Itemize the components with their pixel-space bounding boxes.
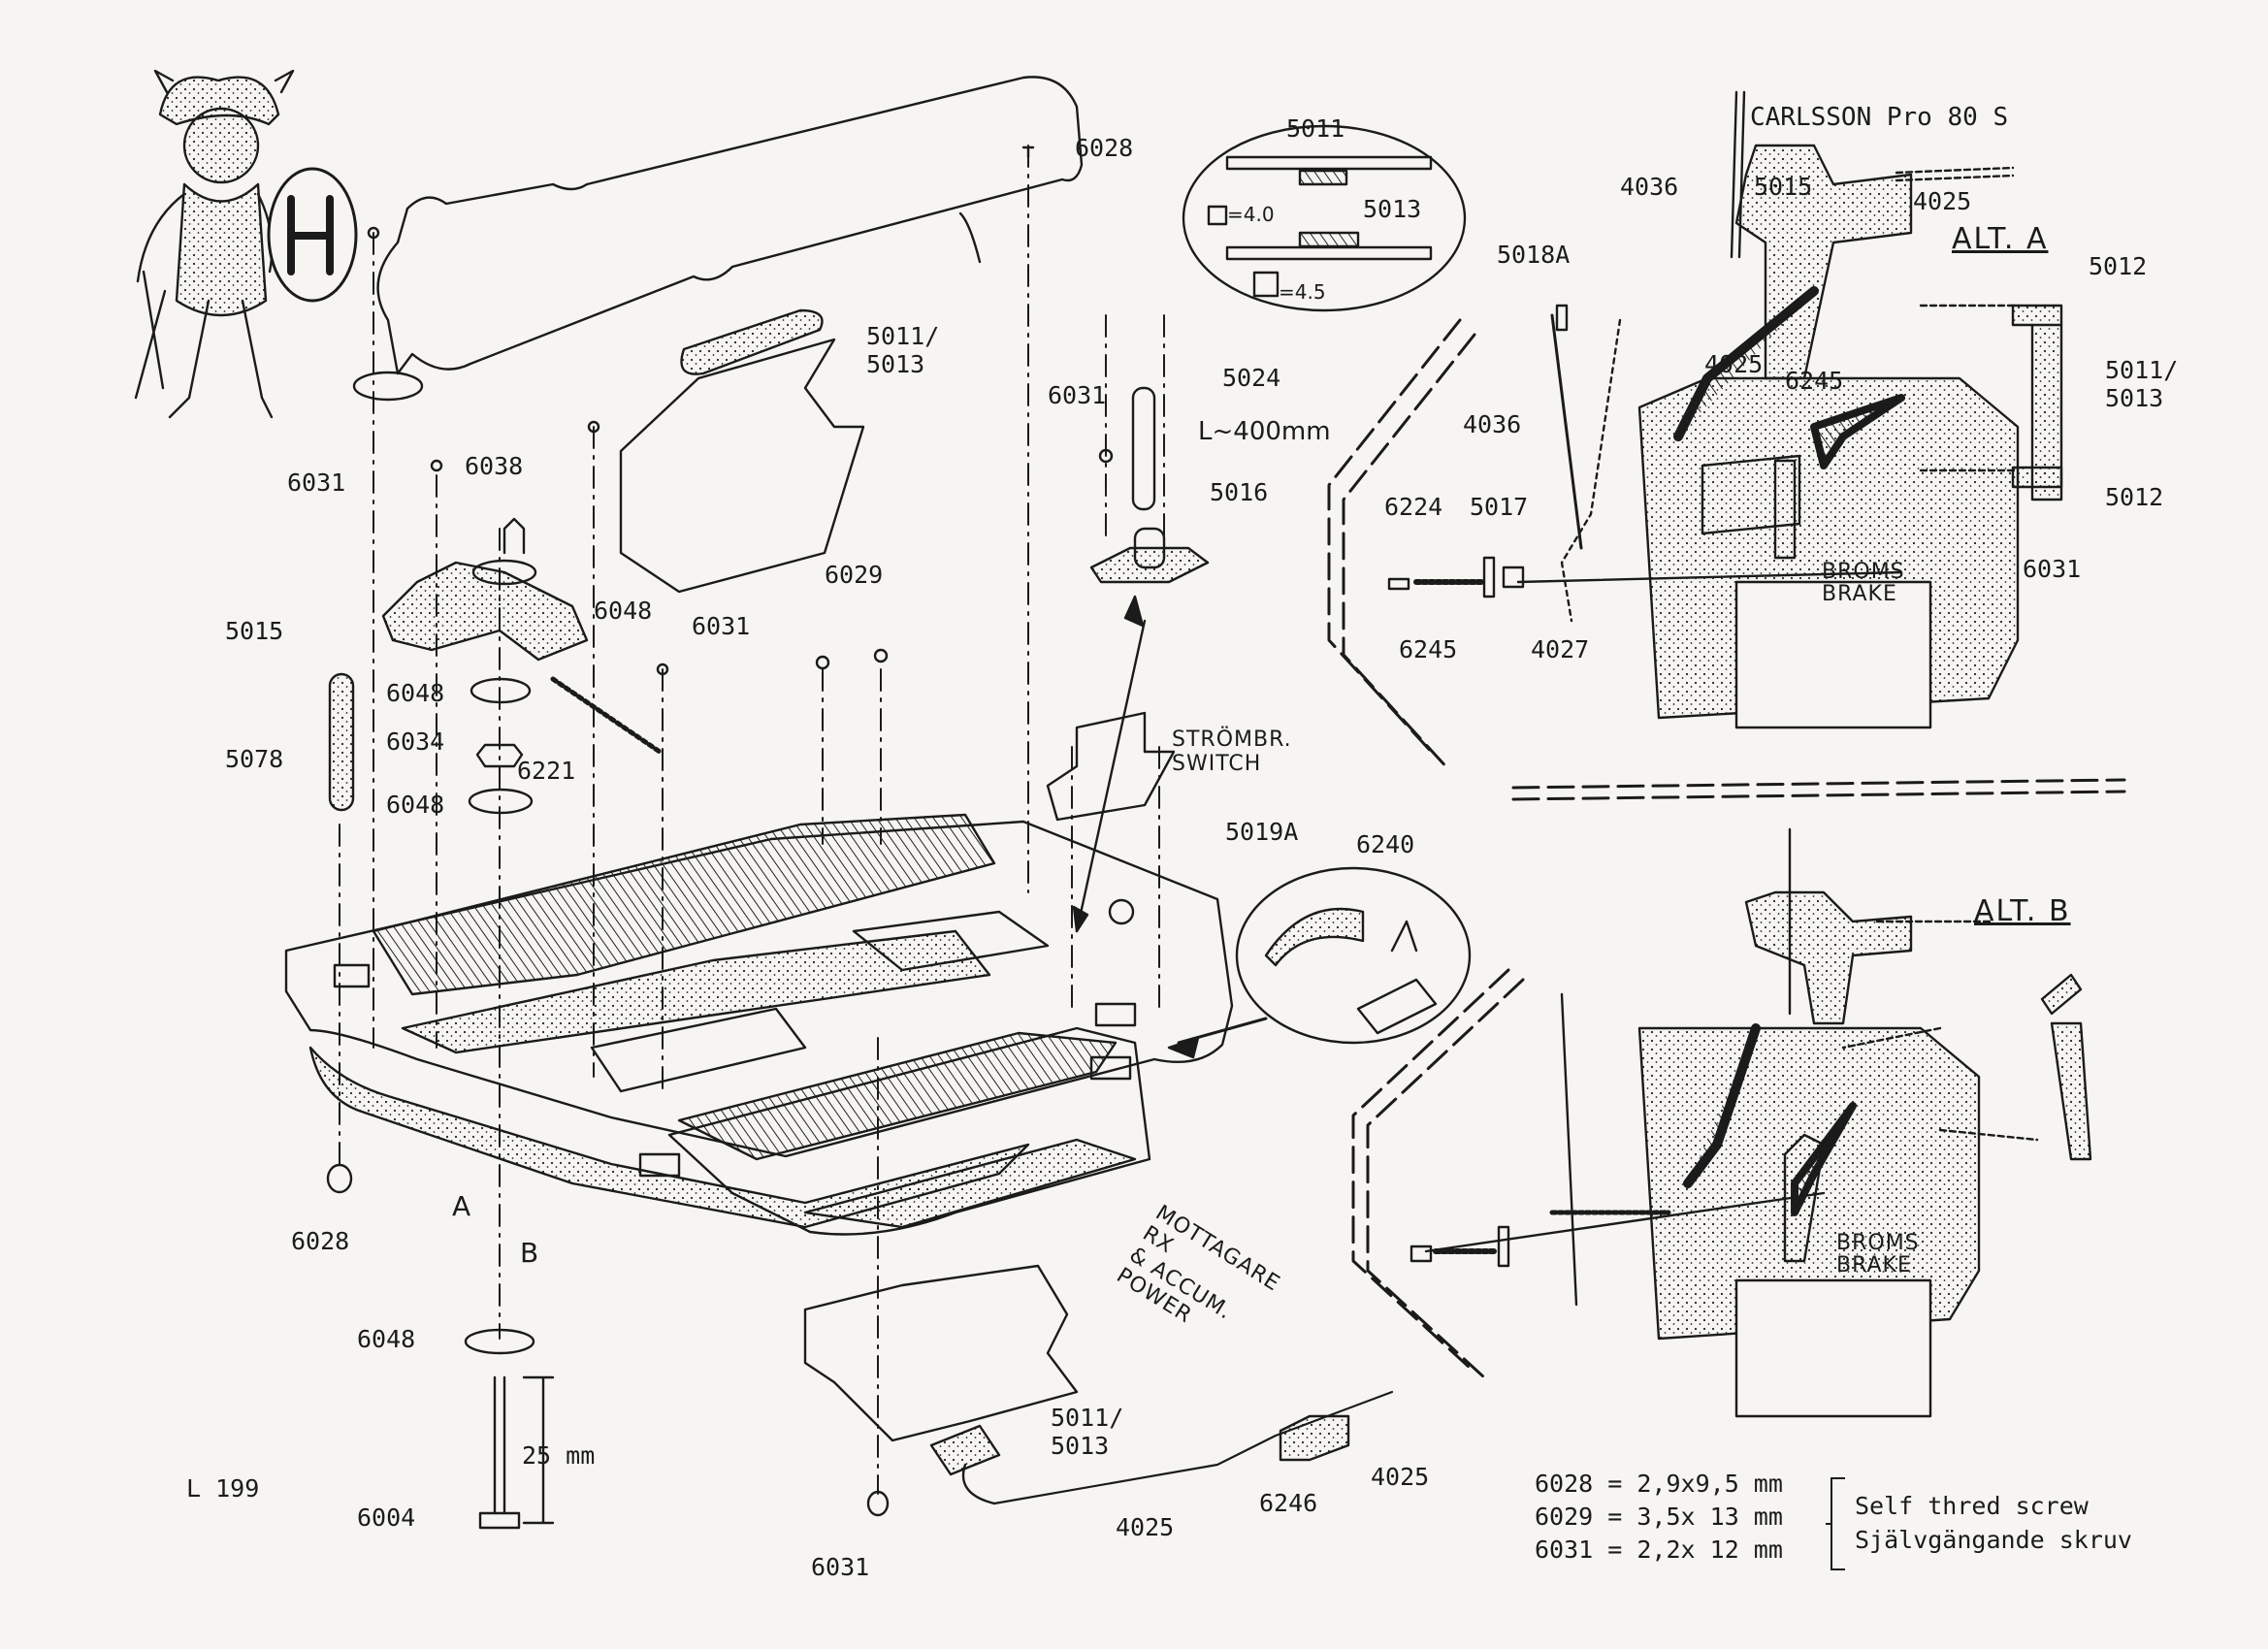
- inset-thickness-4-5: =4.5: [1279, 280, 1326, 304]
- part-label-6028-bottom: 6028: [291, 1227, 350, 1255]
- part-label-6034: 6034: [386, 728, 445, 756]
- right-label-5012-top: 5012: [2089, 252, 2148, 280]
- dimension-25mm: 25 mm: [522, 1441, 596, 1470]
- brake-annotation-a: BROMS BRAKE: [1822, 560, 1905, 607]
- part-label-6048-bottom: 6048: [357, 1325, 416, 1353]
- lower-servo-drawing: [803, 1264, 1394, 1505]
- steering-arm-group: [328, 517, 663, 815]
- part-label-5016: 5016: [1210, 478, 1269, 506]
- right-label-5012-bottom: 5012: [2105, 483, 2164, 511]
- ball-link-dimension: [464, 1328, 555, 1530]
- inset-label-5011: 5011: [1286, 114, 1345, 143]
- section-separator-lines: [1327, 318, 2126, 1379]
- spec-size: = 2,2x 12 mm: [1607, 1536, 1783, 1564]
- part-label-6048-c: 6048: [386, 791, 445, 819]
- right-label-6245-top: 6245: [1785, 367, 1844, 395]
- switch-linkage-drawing: [1072, 386, 1210, 933]
- right-label-6224: 6224: [1384, 493, 1443, 521]
- part-label-6246: 6246: [1259, 1489, 1318, 1517]
- part-label-6028-top: 6028: [1075, 134, 1134, 162]
- fuel-tank-drawing: [352, 76, 1084, 402]
- screw-type-swedish: Självgängande skruv: [1855, 1526, 2132, 1554]
- part-label-6004: 6004: [357, 1504, 416, 1532]
- alt-b-parts-drawing: [1409, 827, 2092, 1418]
- right-label-4036-mid: 4036: [1463, 410, 1522, 438]
- part-label-6221: 6221: [517, 757, 576, 785]
- part-label-6048-b: 6048: [386, 679, 445, 707]
- screw-type-english: Self thred screw: [1855, 1492, 2089, 1520]
- right-label-6245-bottom: 6245: [1399, 635, 1458, 663]
- right-label-5015: 5015: [1754, 173, 1813, 201]
- alt-a-label: ALT. A: [1952, 222, 2049, 256]
- right-label-5011-5013: 5011/ 5013: [2105, 356, 2179, 412]
- spec-code: 6028: [1535, 1470, 1594, 1498]
- part-label-6031-mid: 6031: [692, 612, 751, 640]
- switch-annotation: STRÖMBR. SWITCH: [1172, 728, 1292, 777]
- part-label-5011-5013-top: 5011/ 5013: [866, 322, 940, 378]
- part-label-6048-a: 6048: [594, 597, 653, 625]
- bumper-detail-circle: [1167, 866, 1472, 1059]
- right-label-4036-top: 4036: [1620, 173, 1679, 201]
- part-label-6240: 6240: [1356, 830, 1415, 858]
- drawing-title: CARLSSON Pro 80 S: [1750, 103, 2009, 132]
- viking-mascot-logo: [134, 69, 358, 419]
- spec-size: = 2,9x9,5 mm: [1607, 1470, 1783, 1498]
- right-label-6031: 6031: [2023, 555, 2082, 583]
- part-label-5011-5013-bottom: 5011/ 5013: [1051, 1404, 1124, 1460]
- part-label-4025-b: 4025: [1371, 1463, 1430, 1491]
- inset-label-5013: 5013: [1363, 195, 1422, 223]
- spec-size: = 3,5x 13 mm: [1607, 1503, 1783, 1531]
- part-label-4025-a: 4025: [1116, 1513, 1175, 1541]
- spacer-inset-circle: [1182, 124, 1467, 312]
- part-label-6029: 6029: [825, 561, 884, 589]
- screw-parts: [326, 146, 1114, 1517]
- axis-letter-b: B: [520, 1237, 539, 1269]
- inset-thickness-4-0: =4.0: [1227, 203, 1275, 226]
- right-label-5017: 5017: [1470, 493, 1529, 521]
- spec-code: 6029: [1535, 1503, 1594, 1531]
- alt-b-label: ALT. B: [1974, 894, 2071, 928]
- right-label-4025-mid: 4025: [1704, 350, 1764, 378]
- part-label-6031-5024: 6031: [1048, 381, 1107, 409]
- right-label-4025-top: 4025: [1913, 187, 1972, 215]
- length-annotation: L~400mm: [1198, 417, 1331, 446]
- spec-row-6028: 6028 = 2,9x9,5 mm: [1535, 1471, 1783, 1496]
- part-label-5078: 5078: [225, 745, 284, 773]
- spec-bracket: [1826, 1477, 1845, 1570]
- part-label-5019A: 5019A: [1225, 818, 1299, 846]
- screw-spec-table: 6028 = 2,9x9,5 mm 6029 = 3,5x 13 mm 6031…: [1535, 1471, 1783, 1562]
- upper-servo-drawing: [619, 308, 865, 594]
- alt-a-parts-drawing: [1387, 90, 2063, 729]
- chassis-plate-drawing: [284, 813, 1234, 1236]
- part-label-6031-left: 6031: [287, 469, 346, 497]
- right-label-4027: 4027: [1531, 635, 1590, 663]
- brake-annotation-b: BROMS BRAKE: [1836, 1231, 1920, 1278]
- spec-row-6029: 6029 = 3,5x 13 mm: [1535, 1504, 1783, 1529]
- axis-letter-a: A: [452, 1190, 471, 1222]
- spec-row-6031: 6031 = 2,2x 12 mm: [1535, 1537, 1783, 1562]
- right-label-5018A: 5018A: [1497, 241, 1571, 269]
- drawing-number: L 199: [186, 1474, 260, 1503]
- switch-drawing: [1046, 711, 1176, 822]
- part-label-6031-bottom: 6031: [811, 1553, 870, 1581]
- part-label-5024: 5024: [1222, 364, 1281, 392]
- part-label-5015: 5015: [225, 617, 284, 645]
- part-label-6038: 6038: [465, 452, 524, 480]
- spec-code: 6031: [1535, 1536, 1594, 1564]
